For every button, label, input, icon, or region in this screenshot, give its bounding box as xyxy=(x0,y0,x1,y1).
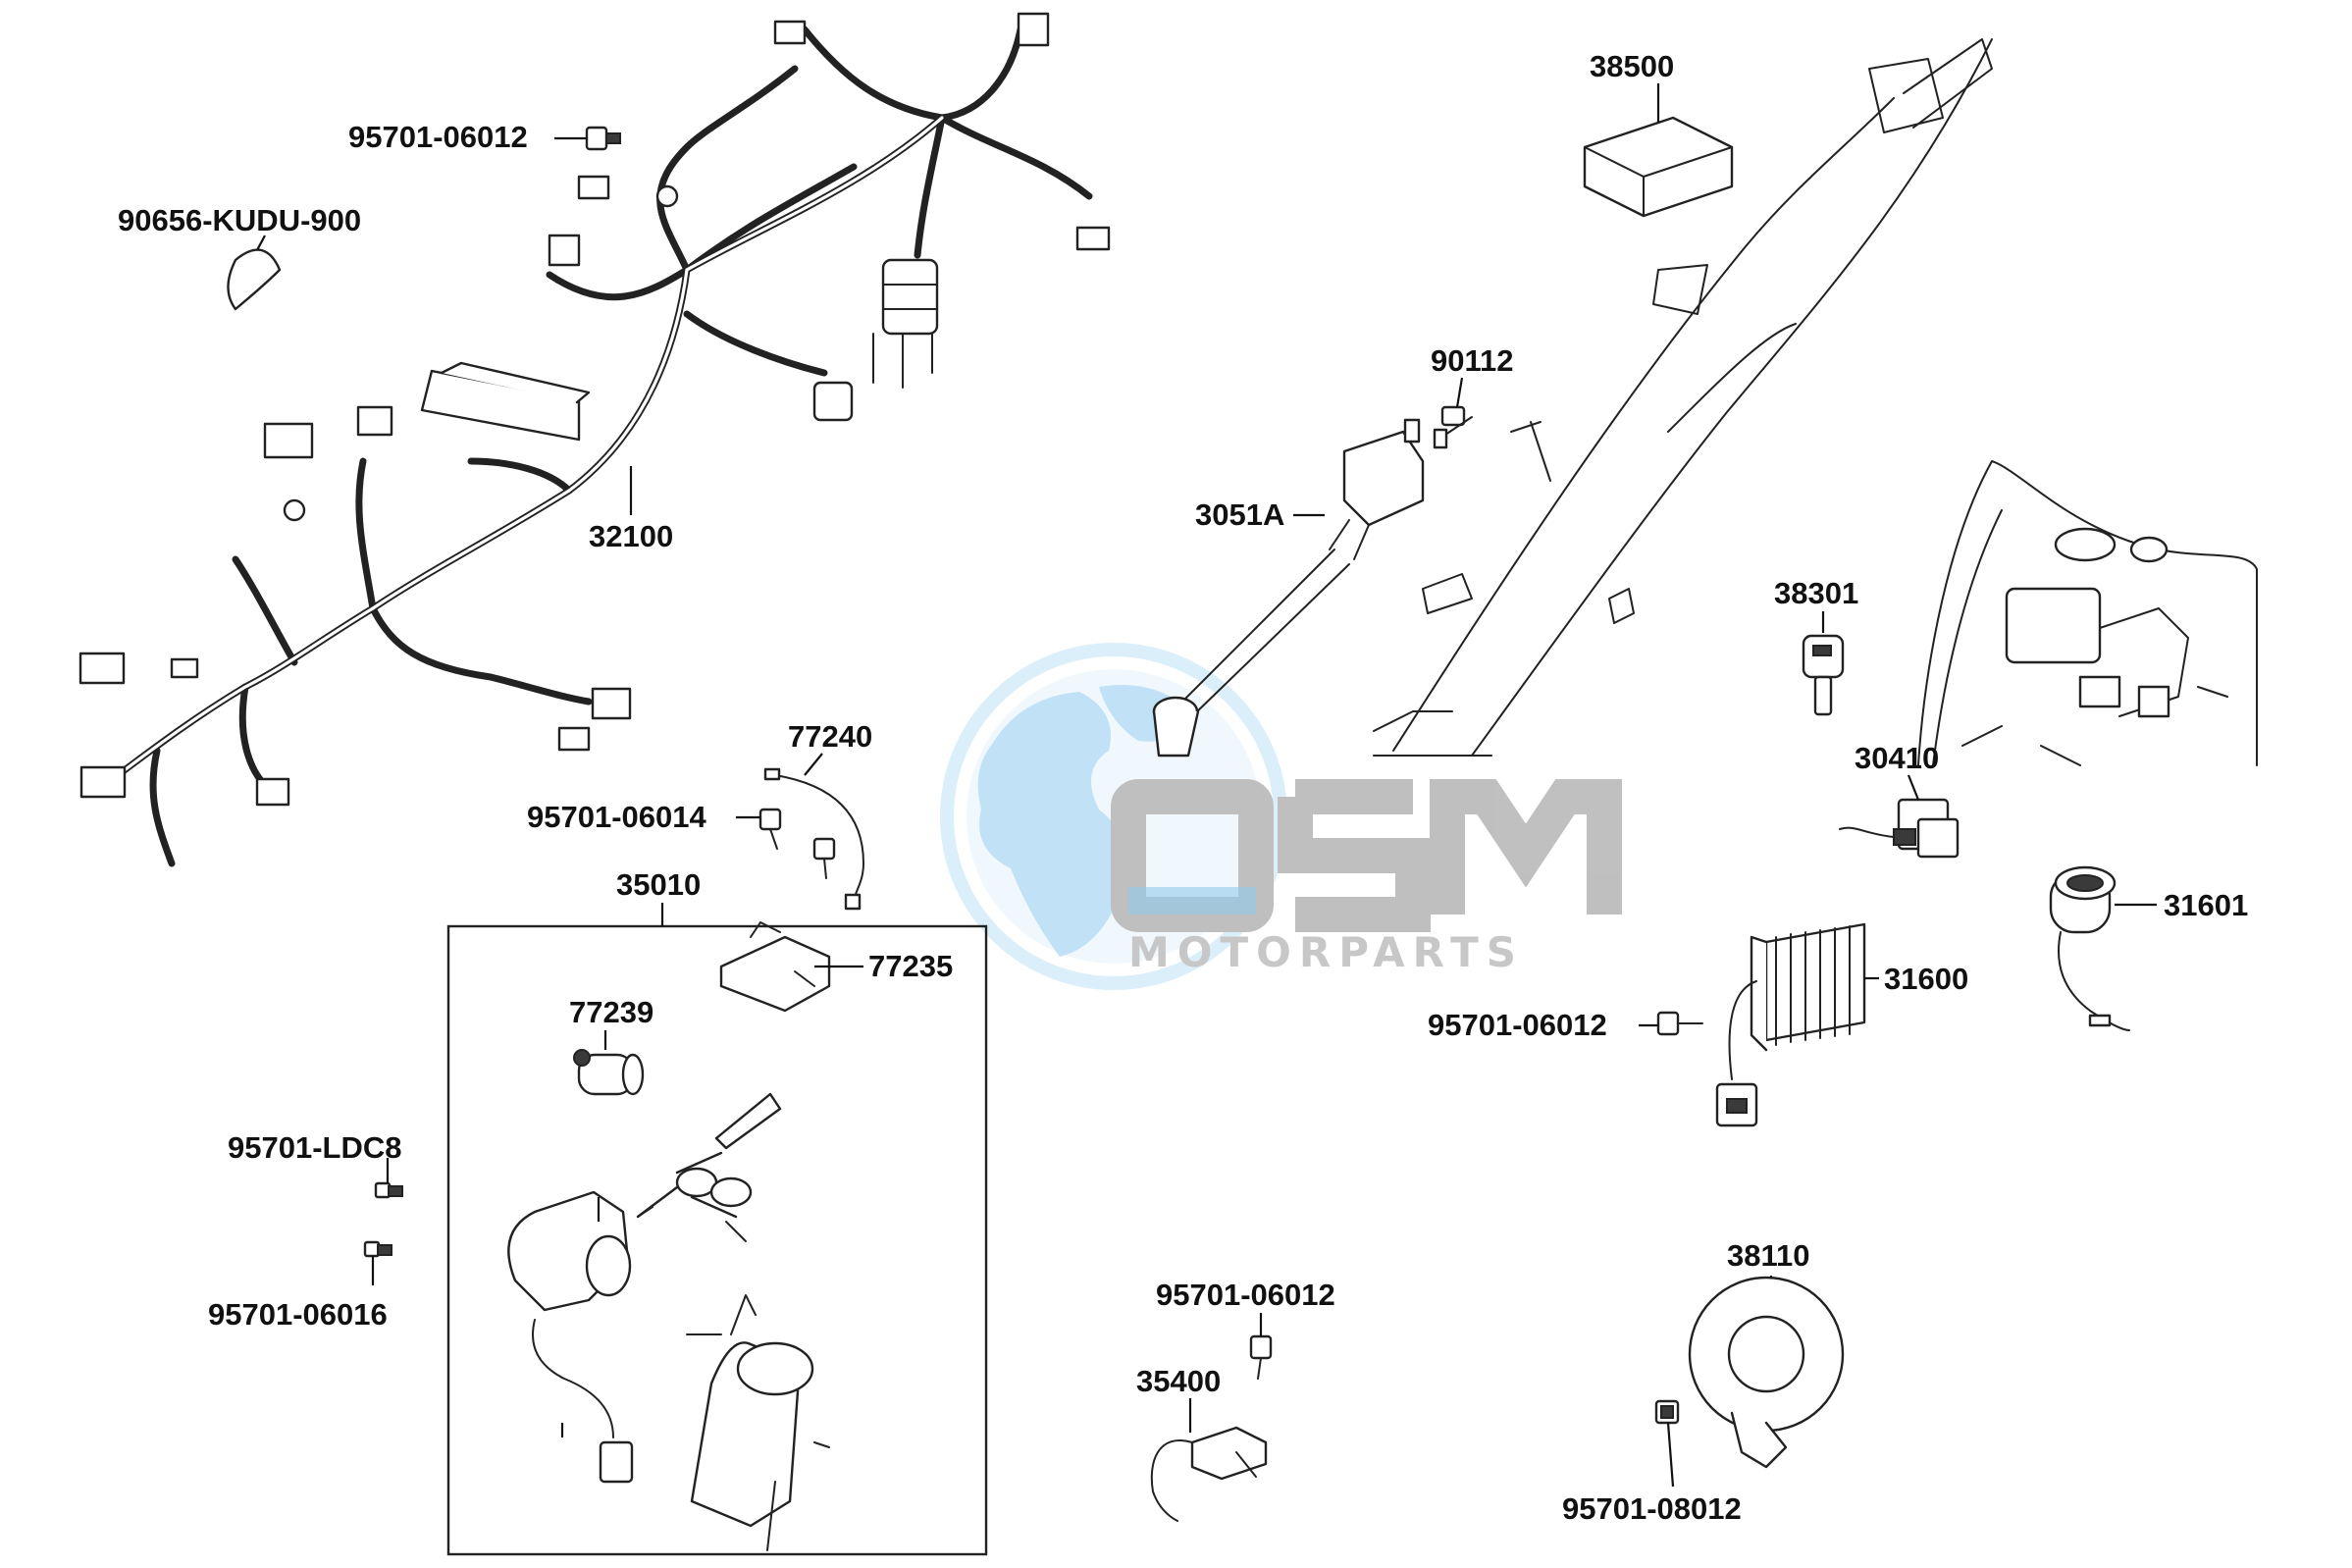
bolts-95701-06014 xyxy=(736,808,836,879)
callout-labels: 95701-06012 90656-KUDU-900 32100 77240 9… xyxy=(118,49,2248,1526)
label-38110: 38110 xyxy=(1727,1238,1810,1273)
bolt-90112 xyxy=(1433,377,1473,449)
sensor-35400 xyxy=(1150,1398,1268,1522)
bolt-95701-06012-right xyxy=(1639,1011,1703,1036)
watermark-logo: MOTORPARTS xyxy=(940,643,1622,990)
label-31600: 31600 xyxy=(1884,962,1968,996)
band-90656-kudu-900 xyxy=(227,235,282,311)
frame-outline xyxy=(1373,38,1993,757)
label-95701-06014: 95701-06014 xyxy=(527,800,706,834)
label-95701-06016: 95701-06016 xyxy=(208,1297,388,1332)
label-77239: 77239 xyxy=(569,995,653,1029)
label-35010: 35010 xyxy=(616,867,701,902)
label-95701-06012-right: 95701-06012 xyxy=(1428,1008,1607,1042)
lock-parts-35010 xyxy=(507,921,863,1551)
label-95701-06012-bottom: 95701-06012 xyxy=(1156,1278,1335,1312)
label-35400: 35400 xyxy=(1136,1364,1221,1398)
label-31601: 31601 xyxy=(2164,888,2248,922)
label-38500: 38500 xyxy=(1590,49,1674,83)
tail-light-housing xyxy=(1917,460,2258,766)
horn-38110 xyxy=(1688,1276,1845,1469)
kit-box-35010 xyxy=(446,924,988,1556)
cable-77240 xyxy=(763,753,864,911)
label-32100: 32100 xyxy=(589,519,673,553)
label-90656-kudu-900: 90656-KUDU-900 xyxy=(118,203,361,237)
label-95701-08012: 95701-08012 xyxy=(1562,1491,1742,1526)
relay-30410 xyxy=(1839,774,1960,859)
sensor-3051a xyxy=(1152,418,1425,758)
socket-31601 xyxy=(2049,865,2157,1031)
bolt-95701-ldc8 xyxy=(374,1158,403,1199)
label-3051a: 3051A xyxy=(1195,497,1284,532)
label-38301: 38301 xyxy=(1774,576,1858,610)
label-90112: 90112 xyxy=(1431,343,1514,378)
label-95701-06012-top: 95701-06012 xyxy=(348,120,528,154)
label-95701-ldc8: 95701-LDC8 xyxy=(228,1130,401,1165)
watermark-osm-letters xyxy=(1111,779,1622,932)
wiring-harness-32100 xyxy=(78,12,1111,867)
bolt-95701-06016 xyxy=(363,1240,392,1285)
label-77240: 77240 xyxy=(788,719,872,754)
sensor-38301 xyxy=(1802,611,1845,716)
watermark-tagline: MOTORPARTS xyxy=(1128,928,1524,976)
relay-38500 xyxy=(1583,83,1734,218)
regulator-31600 xyxy=(1715,922,1879,1127)
label-77235: 77235 xyxy=(868,949,953,983)
bolt-95701-06012-top xyxy=(554,126,621,151)
bolt-95701-06012-bottom xyxy=(1249,1313,1273,1380)
label-30410: 30410 xyxy=(1855,741,1939,775)
bolt-95701-08012 xyxy=(1654,1399,1680,1488)
